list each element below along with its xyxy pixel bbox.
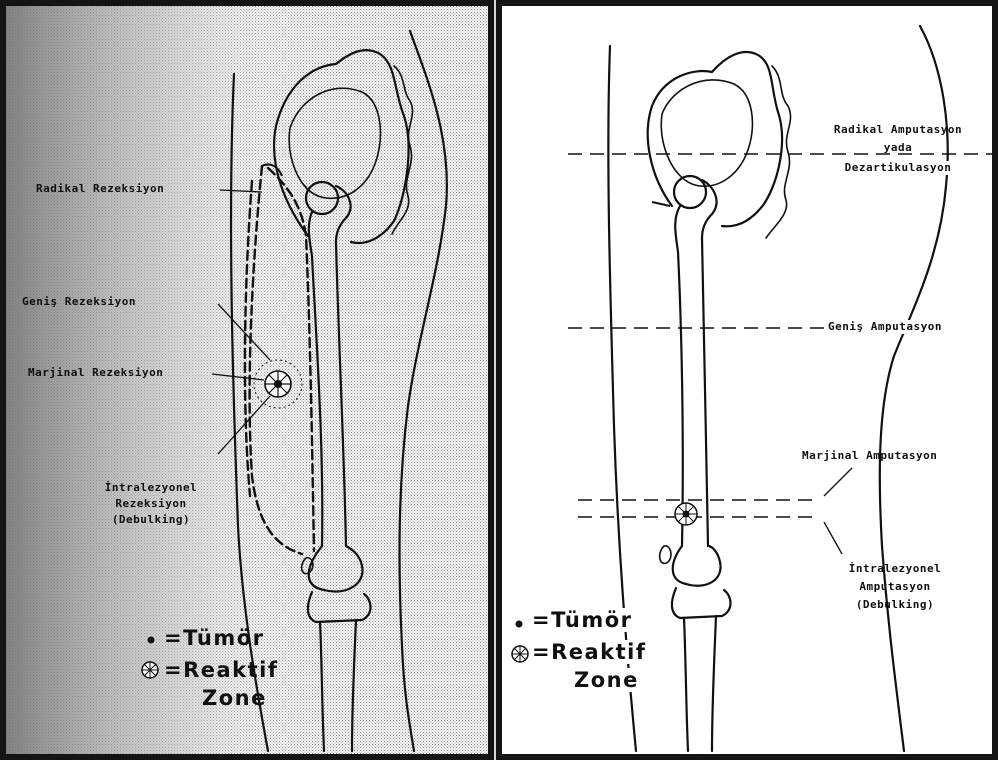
reactive-zone-legend-icon <box>140 660 160 680</box>
femoral-condyle <box>673 546 721 586</box>
reactive-zone-legend-icon <box>510 644 530 664</box>
pelvis-outline <box>648 52 782 226</box>
label-wide-amputation: Geniş Amputasyon <box>826 320 942 334</box>
label-intralesional-resection-3: (Debulking) <box>86 513 216 527</box>
legend-reactive: =Reaktif <box>532 640 647 664</box>
amputation-diagram-panel: Radikal Amputasyon yada Dezartikulasyon … <box>496 0 998 760</box>
label-intralesional-resection-2: Rezeksiyon <box>86 497 216 511</box>
tumor-legend-icon <box>512 617 526 631</box>
label-intralesional-amputation-3: (Debulking) <box>820 598 970 612</box>
label-wide-resection: Geniş Rezeksiyon <box>22 295 136 309</box>
legend-tumor: =Tümör <box>164 626 265 650</box>
label-marginal-resection: Marjinal Rezeksiyon <box>28 366 163 380</box>
label-intralesional-resection-1: İntralezyonel <box>86 481 216 495</box>
label-radical-amputation-3: Dezartikulasyon <box>798 161 998 175</box>
tibial-plateau <box>672 588 731 618</box>
femur-shaft-lateral <box>675 206 683 546</box>
tibia-lateral <box>684 618 688 751</box>
label-radical-resection: Radikal Rezeksiyon <box>36 182 164 196</box>
tumor-dot <box>274 380 282 388</box>
label-radical-amputation-2: yada <box>798 141 998 155</box>
label-marginal-amputation: Marjinal Amputasyon <box>802 449 937 463</box>
label-radical-amputation-1: Radikal Amputasyon <box>798 123 998 137</box>
tumor-dot <box>683 511 690 518</box>
iliac-wing <box>661 80 752 186</box>
legend-zone: Zone <box>574 668 639 692</box>
leader-marginal <box>824 468 852 496</box>
femoral-neck <box>702 180 717 238</box>
disarticulation-arrow <box>652 202 670 206</box>
patella <box>660 546 671 564</box>
resection-diagram-panel: Radikal Rezeksiyon Geniş Rezeksiyon Marj… <box>0 0 494 760</box>
legend-reactive: =Reaktif <box>164 658 279 682</box>
femoral-head <box>674 176 706 208</box>
tumor-legend-icon <box>144 633 158 647</box>
label-intralesional-amputation-1: İntralezyonel <box>820 562 970 576</box>
legend-tumor: =Tümör <box>532 608 633 632</box>
tibia-medial <box>712 616 716 751</box>
legend-zone: Zone <box>202 686 267 710</box>
label-intralesional-amputation-2: Amputasyon <box>820 580 970 594</box>
leader-intralesional <box>824 522 842 554</box>
sacrum <box>766 66 791 238</box>
femur-shaft-medial <box>702 238 708 546</box>
